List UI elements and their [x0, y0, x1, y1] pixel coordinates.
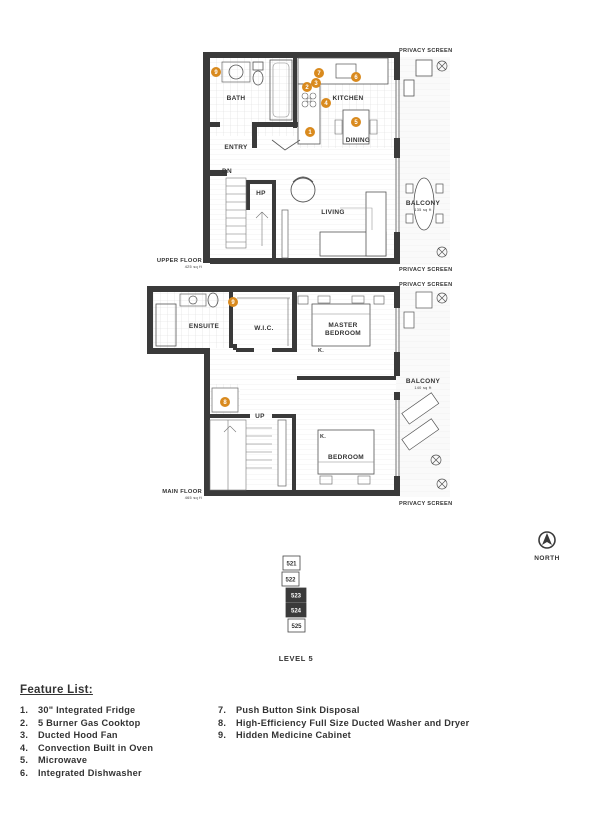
marker-9-main: 9 — [228, 297, 238, 307]
master-k-label: K. — [318, 348, 324, 354]
upper-stairs — [225, 177, 269, 249]
main-balcony-area: 140 sq ft — [414, 386, 432, 390]
feature-item: 7.Push Button Sink Disposal — [218, 705, 360, 715]
bath-sink — [228, 64, 244, 80]
feature-item: 8.High-Efficiency Full Size Ducted Washe… — [218, 717, 470, 728]
main-floor-label: MAIN FLOOR — [162, 489, 202, 495]
bedroom-bed — [317, 429, 375, 475]
marker-7: 7 — [314, 68, 324, 78]
key-plan: 521 522 523 524 525 LEVEL 5 — [279, 555, 314, 663]
floor-plan-drawing: PRIVACY SCREEN PRIVACY SCREEN BATH KITCH… — [147, 48, 560, 663]
main-balcony-label: BALCONY — [406, 378, 441, 385]
feature-item: 2.5 Burner Gas Cooktop — [20, 717, 141, 728]
room-entry-label: ENTRY — [224, 144, 248, 151]
ensuite-tub — [155, 303, 177, 347]
balcony-table — [413, 177, 435, 231]
upper-balcony-label: BALCONY — [406, 200, 441, 207]
svg-text:2: 2 — [305, 85, 309, 91]
upper-floor-area: 425 sq ft — [185, 265, 203, 269]
ensuite-tile-floor — [153, 292, 229, 348]
cooktop — [301, 92, 317, 108]
feature-item: 1.30" Integrated Fridge — [20, 705, 136, 715]
room-kitchen-label: KITCHEN — [333, 95, 364, 102]
svg-text:521: 521 — [286, 562, 297, 568]
marker-8: 8 — [220, 397, 230, 407]
svg-text:9: 9 — [214, 70, 218, 76]
svg-text:524: 524 — [291, 609, 302, 615]
upper-privacy-bottom: PRIVACY SCREEN — [399, 267, 452, 273]
keyplan-unit-521: 521 — [282, 555, 301, 571]
north-compass: NORTH — [534, 531, 560, 562]
feature-list-right: 7.Push Button Sink Disposal 8.High-Effic… — [218, 705, 469, 743]
feature-item: 4.Convection Built in Oven — [20, 742, 154, 753]
svg-text:6: 6 — [354, 75, 358, 81]
svg-text:522: 522 — [285, 578, 296, 584]
keyplan-level-label: LEVEL 5 — [279, 654, 314, 663]
keyplan-unit-525: 525 — [287, 618, 306, 633]
media-unit — [281, 209, 289, 259]
kitchen-sink — [335, 63, 357, 79]
marker-3: 3 — [311, 78, 321, 88]
marker-9-upper: 9 — [211, 67, 221, 77]
master-bed — [311, 303, 371, 347]
feature-item: 5.Microwave — [20, 755, 88, 766]
feature-item: 6.Integrated Dishwasher — [20, 767, 142, 778]
main-floor — [147, 286, 450, 497]
svg-text:9: 9 — [231, 300, 235, 306]
keyplan-unit-523: 523 — [285, 587, 307, 603]
upper-privacy-top: PRIVACY SCREEN — [399, 48, 452, 54]
room-wic-label: W.I.C. — [254, 325, 274, 332]
marker-4: 4 — [321, 98, 331, 108]
feature-item: 3.Ducted Hood Fan — [20, 730, 118, 741]
marker-6: 6 — [351, 72, 361, 82]
compass-icon — [538, 531, 556, 549]
marker-1: 1 — [305, 127, 315, 137]
toilet — [252, 70, 264, 86]
upper-balcony-area: 135 sq ft — [414, 208, 432, 212]
north-label: NORTH — [534, 555, 560, 562]
room-dining-label: DINING — [346, 137, 371, 144]
room-master-label-2: BEDROOM — [325, 330, 361, 337]
svg-text:7: 7 — [317, 71, 321, 77]
svg-text:5: 5 — [354, 120, 358, 126]
feature-markers: 1 2 3 4 5 6 7 8 9 9 — [211, 67, 361, 407]
svg-text:3: 3 — [314, 81, 318, 87]
main-privacy-top: PRIVACY SCREEN — [399, 282, 452, 288]
room-living-label: LIVING — [321, 209, 344, 216]
main-privacy-bottom: PRIVACY SCREEN — [399, 501, 452, 507]
kitchen-counter — [297, 57, 389, 85]
upper-floor — [203, 52, 450, 265]
svg-text:8: 8 — [223, 400, 227, 406]
stairs-up-label: UP — [255, 413, 265, 420]
svg-text:4: 4 — [324, 101, 328, 107]
room-ensuite-label: ENSUITE — [189, 323, 220, 330]
room-master-label-1: MASTER — [328, 322, 357, 329]
svg-text:523: 523 — [291, 594, 302, 600]
svg-text:525: 525 — [291, 624, 302, 630]
room-bath-label: BATH — [227, 95, 246, 102]
main-floor-area: 465 sq ft — [185, 496, 203, 500]
room-bedroom-label: BEDROOM — [328, 454, 364, 461]
upper-floor-label: UPPER FLOOR — [157, 258, 203, 264]
plant-icon — [436, 60, 448, 258]
balcony-loungers — [401, 291, 440, 451]
feature-list-title: Feature List: — [20, 684, 93, 696]
marker-5: 5 — [351, 117, 361, 127]
stairs-dn-label: DN — [222, 168, 232, 175]
keyplan-unit-524: 524 — [285, 602, 307, 618]
marker-2: 2 — [302, 82, 312, 92]
main-stairs — [209, 419, 272, 491]
bathtub — [269, 59, 293, 121]
svg-text:1: 1 — [308, 130, 312, 136]
feature-item: 9.Hidden Medicine Cabinet — [218, 730, 351, 741]
bedroom-k-label: K. — [320, 434, 326, 440]
keyplan-unit-522: 522 — [281, 571, 300, 587]
feature-list-left: 1.30" Integrated Fridge 2.5 Burner Gas C… — [20, 705, 153, 781]
room-hp-label: HP — [256, 190, 266, 197]
lounge-chair — [290, 177, 316, 203]
